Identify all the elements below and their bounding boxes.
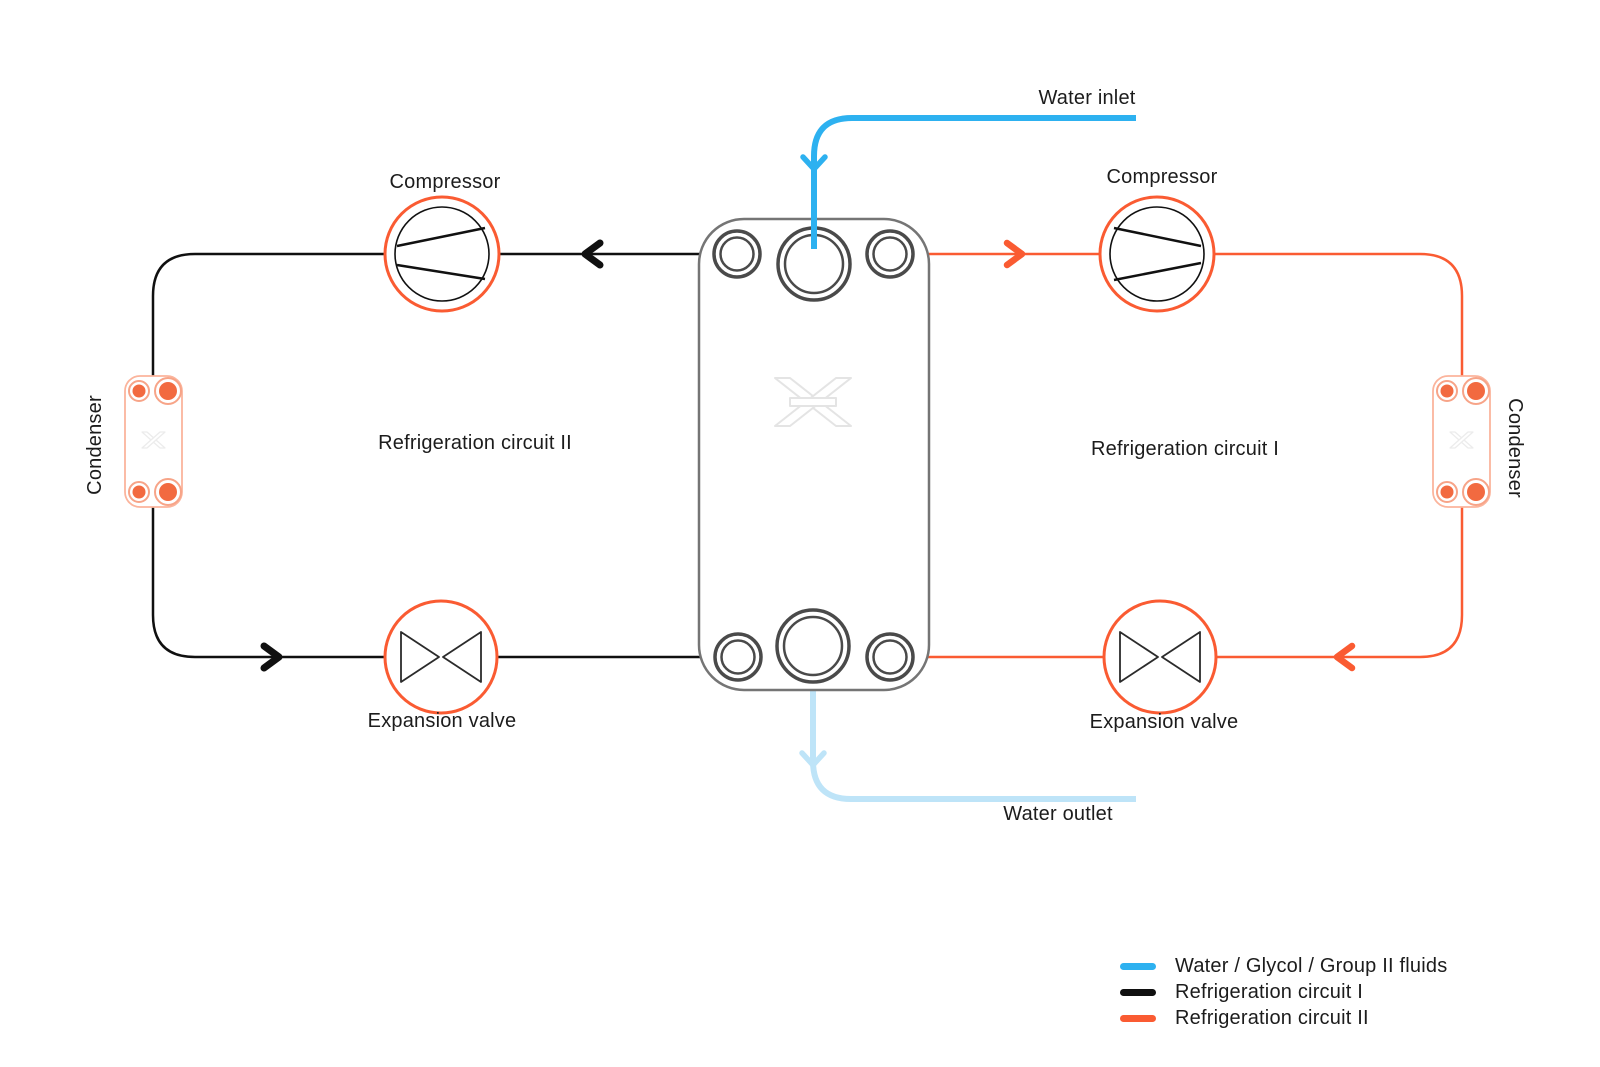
port-bottom-right-inner [872, 639, 908, 675]
condenser-ports [1436, 377, 1490, 506]
condenser-left-label: Condenser [84, 395, 106, 495]
water-outlet-line [810, 680, 1136, 802]
water-outlet-pipe [799, 680, 1136, 802]
brand-logo-icon [1449, 431, 1474, 449]
condenser-left-symbol [124, 375, 183, 508]
right-circuit-right-pipe [1214, 252, 1464, 377]
legend: Water / Glycol / Group II fluids Refrige… [1120, 953, 1447, 1031]
right-circuit-bottom-right-pipe [1217, 506, 1464, 659]
heat-exchanger-ports [712, 226, 915, 684]
compressor-inner-circle [1109, 206, 1205, 302]
water-inlet-label: Water inlet [1038, 87, 1136, 109]
expansion-valve-right-label: Expansion valve [1089, 711, 1239, 733]
water-inlet-pipe [800, 115, 1136, 249]
left-circuit-pipes [151, 252, 715, 659]
legend-swatch-circuit-1 [1120, 988, 1156, 996]
left-circuit-left-pipe [151, 252, 386, 377]
brand-logo-icon [141, 431, 166, 449]
port-bottom-center-inner [782, 615, 844, 677]
legend-item-water: Water / Glycol / Group II fluids [1120, 953, 1447, 979]
valve-bowtie-icon [400, 631, 482, 683]
water-inlet-line [811, 115, 1136, 249]
port-bottom-left-inner [720, 639, 756, 675]
expansion-valve-left-symbol [383, 599, 499, 715]
arrow-down-icon [800, 154, 828, 172]
water-outlet-label: Water outlet [1003, 803, 1113, 825]
left-circuit-bottom-left-pipe [151, 506, 386, 659]
port-top-left-inner [719, 236, 755, 272]
legend-swatch-circuit-2 [1120, 1014, 1156, 1022]
left-circuit-arrows [260, 239, 604, 672]
refrigeration-circuit-1-label: Refrigeration circuit I [1091, 438, 1279, 460]
compressor-vanes [396, 226, 486, 281]
valve-bowtie-icon [1119, 631, 1201, 683]
condenser-right-symbol [1432, 375, 1491, 508]
valve-circle [383, 599, 499, 715]
compressor-right-symbol [1098, 195, 1216, 313]
arrow-down-icon [799, 750, 827, 768]
compressor-right-label: Compressor [1106, 166, 1218, 188]
condenser-right-label: Condenser [1504, 398, 1526, 498]
right-circuit-arrows [1003, 239, 1356, 672]
legend-item-circuit-1: Refrigeration circuit I [1120, 979, 1447, 1005]
legend-item-circuit-2: Refrigeration circuit II [1120, 1005, 1447, 1031]
arrow-left-icon [581, 239, 604, 269]
arrow-left-icon [1333, 642, 1356, 672]
expansion-valve-right-symbol [1102, 599, 1218, 715]
right-circuit-pipes [913, 252, 1464, 659]
expansion-valve-left-label: Expansion valve [367, 710, 517, 732]
compressor-inner-circle [394, 206, 490, 302]
compressor-vanes [1113, 226, 1202, 282]
legend-label-circuit-1: Refrigeration circuit I [1175, 980, 1363, 1003]
valve-circle [1102, 599, 1218, 715]
brand-logo-icon [774, 377, 852, 427]
condenser-ports [128, 377, 182, 506]
legend-swatch-water [1120, 962, 1156, 970]
legend-label-circuit-2: Refrigeration circuit II [1175, 1006, 1369, 1029]
compressor-left-symbol [383, 195, 501, 313]
heat-exchanger [697, 217, 931, 692]
legend-label-water: Water / Glycol / Group II fluids [1175, 954, 1448, 977]
arrow-right-icon [260, 642, 283, 672]
compressor-left-label: Compressor [389, 171, 501, 193]
arrow-right-icon [1003, 239, 1026, 269]
refrigeration-circuit-2-label: Refrigeration circuit II [378, 432, 572, 454]
port-top-right-inner [872, 236, 908, 272]
